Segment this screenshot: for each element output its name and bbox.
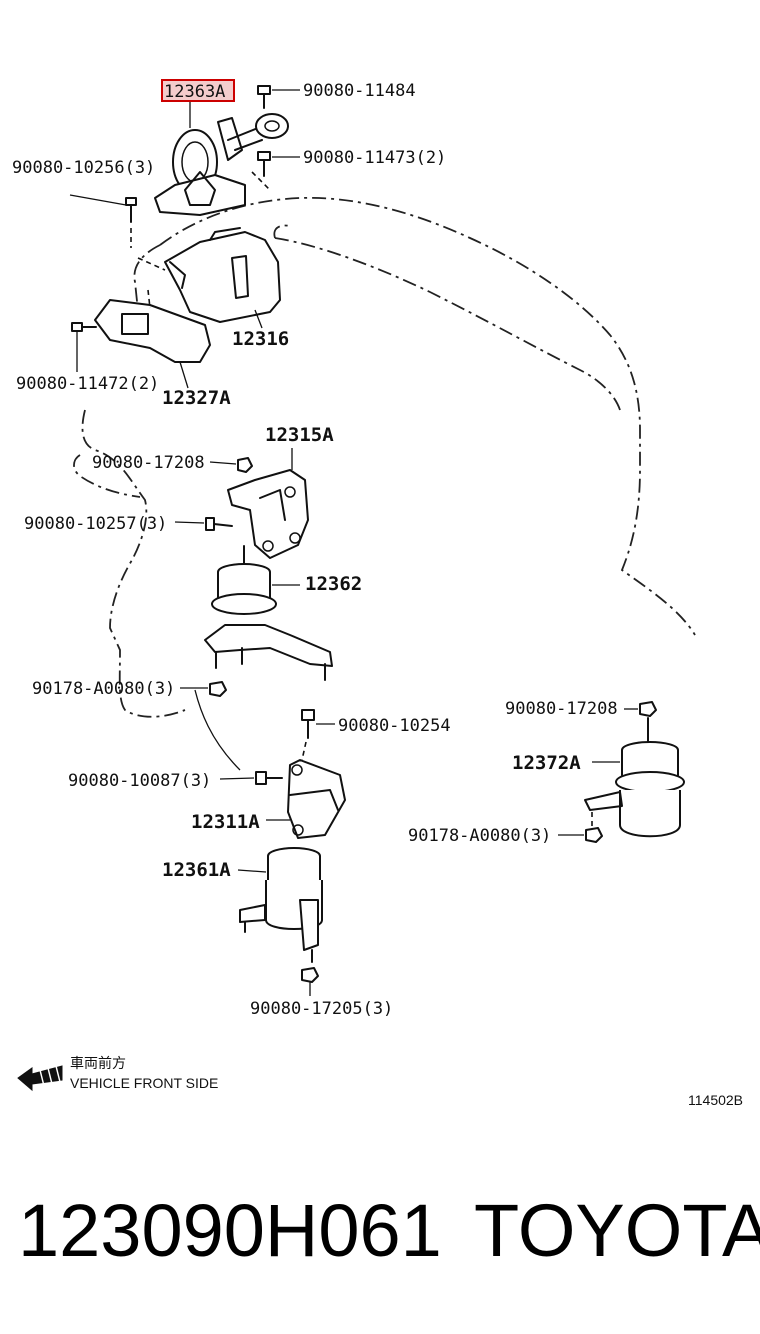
highlight-box-12363A — [161, 79, 235, 102]
label-12315A[interactable]: 12315A — [265, 424, 334, 446]
label-12327A[interactable]: 12327A — [162, 387, 231, 409]
part-12372A — [584, 717, 685, 838]
label-12316[interactable]: 12316 — [232, 328, 289, 350]
bolt-90080-11473 — [257, 151, 300, 177]
direction-label-english: VEHICLE FRONT SIDE — [70, 1075, 218, 1091]
nut-90178-A0080-left — [180, 681, 241, 771]
label-90080-11484[interactable]: 90080-11484 — [303, 81, 416, 101]
part-12316 — [137, 227, 281, 329]
label-12372A[interactable]: 12372A — [512, 752, 581, 774]
label-12311A[interactable]: 12311A — [191, 811, 260, 833]
diagram-code: 114502B — [688, 1092, 743, 1108]
label-90080-10257[interactable]: 90080-10257(3) — [24, 514, 167, 534]
label-90080-10254[interactable]: 90080-10254 — [338, 716, 451, 736]
bolt-90080-10254 — [301, 709, 335, 761]
label-90080-17205[interactable]: 90080-17205(3) — [250, 999, 393, 1019]
part-12327A — [94, 289, 211, 389]
nut-90080-17208-right — [624, 701, 657, 717]
bolt-90080-10257 — [174, 517, 233, 531]
bolt-90080-11472 — [71, 322, 97, 372]
footer-brand: TOYOTA — [474, 1189, 760, 1272]
part-12363A — [154, 100, 289, 216]
label-90080-11472[interactable]: 90080-11472(2) — [16, 374, 159, 394]
label-90080-17208-upper[interactable]: 90080-17208 — [92, 453, 205, 473]
label-12363A[interactable]: 12363A — [164, 82, 225, 102]
engine-outline — [73, 196, 696, 718]
bolt-90080-10256 — [69, 194, 137, 248]
label-90178-A0080-right[interactable]: 90178-A0080(3) — [408, 826, 551, 846]
nut-90080-17205 — [301, 967, 319, 996]
part-12361A — [237, 847, 323, 963]
front-direction-arrow-icon — [17, 1065, 63, 1092]
direction-label-japanese: 車両前方 — [70, 1055, 126, 1071]
label-90178-A0080-left[interactable]: 90178-A0080(3) — [32, 679, 175, 699]
nut-90080-17208-upper — [209, 457, 253, 473]
nut-90178-A0080-right — [558, 810, 603, 843]
label-12361A[interactable]: 12361A — [162, 859, 231, 881]
label-90080-11473[interactable]: 90080-11473(2) — [303, 148, 446, 168]
label-12362[interactable]: 12362 — [305, 573, 362, 595]
bolt-90080-10087 — [219, 771, 283, 785]
footer-part-number: 123090H061 — [18, 1189, 442, 1272]
bolt-90080-11484 — [257, 85, 300, 109]
part-12362 — [204, 545, 333, 681]
label-90080-10087[interactable]: 90080-10087(3) — [68, 771, 211, 791]
part-12311A — [266, 759, 346, 839]
label-90080-17208-right[interactable]: 90080-17208 — [505, 699, 618, 719]
label-90080-10256[interactable]: 90080-10256(3) — [12, 158, 155, 178]
part-12315A — [227, 448, 309, 559]
